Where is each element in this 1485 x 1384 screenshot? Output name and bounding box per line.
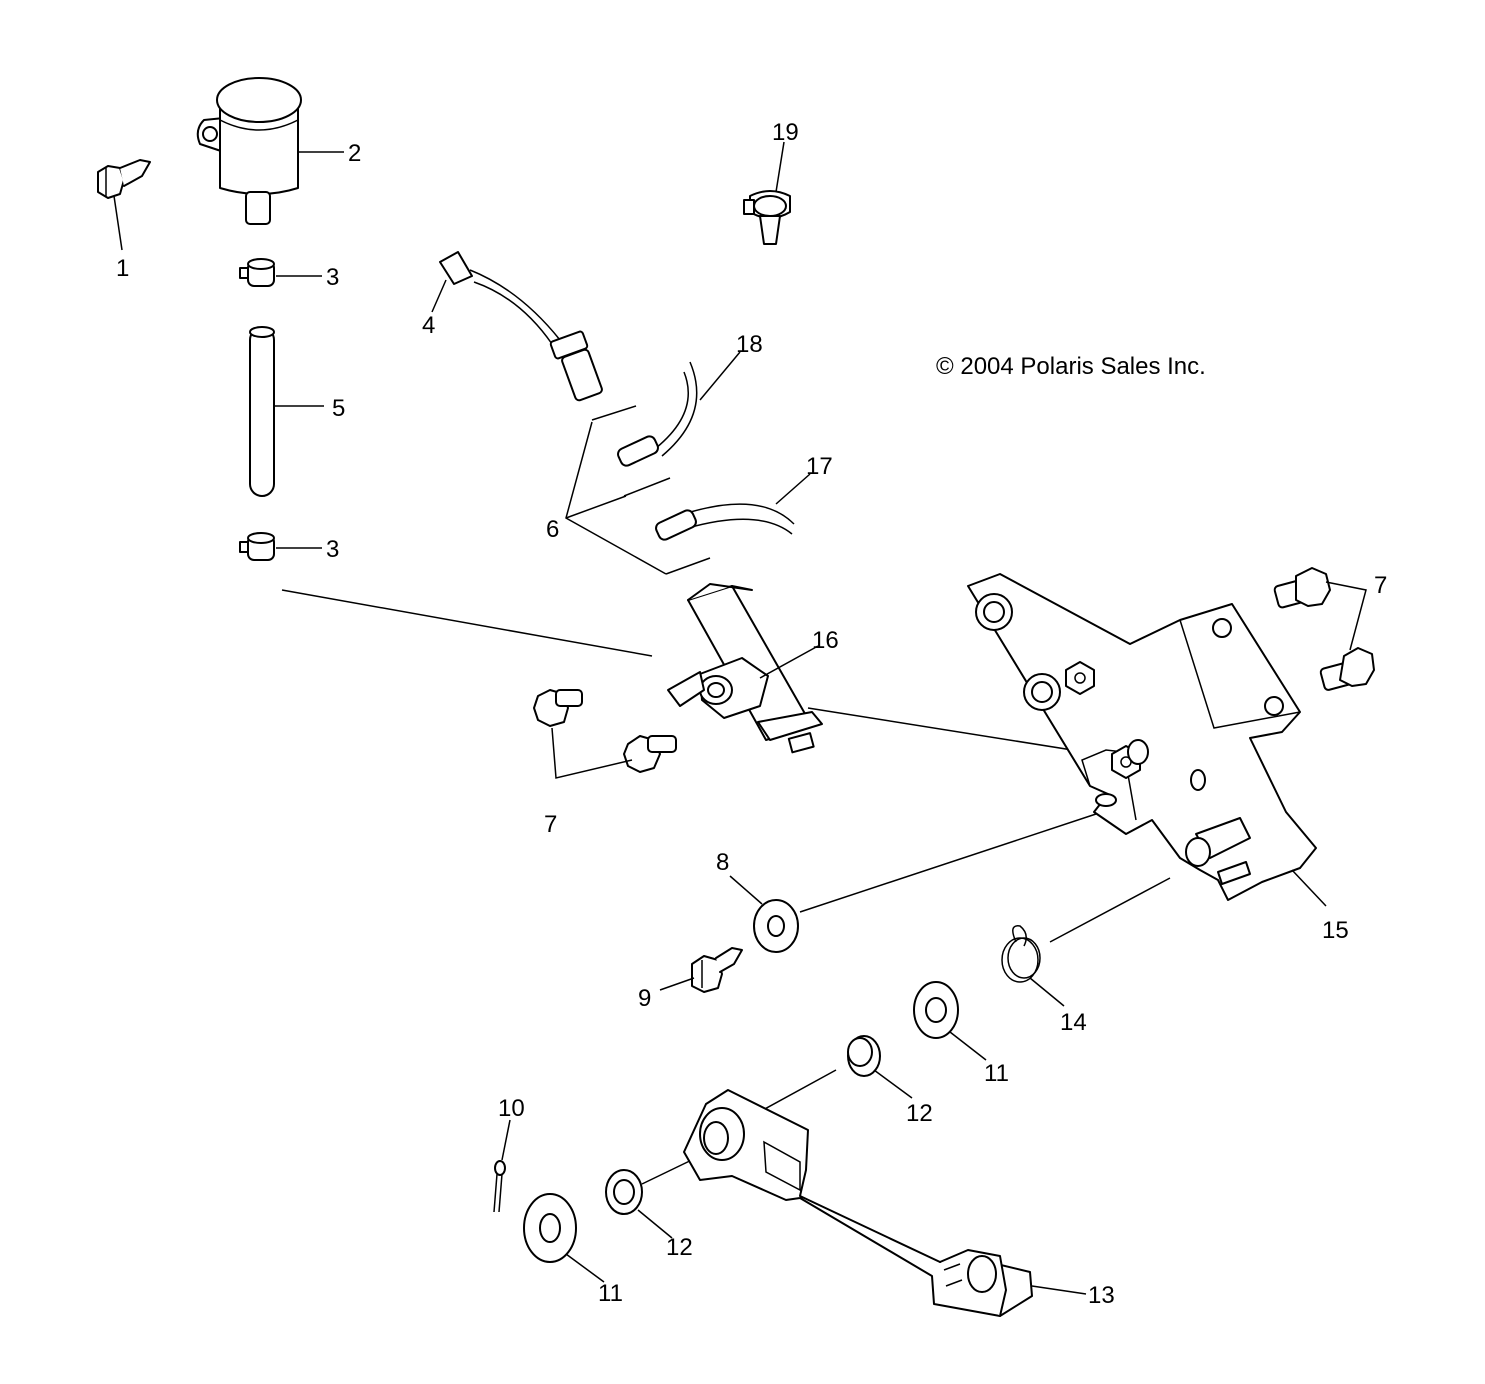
leader-7b <box>1325 581 1367 651</box>
part-11-washer-lower <box>523 1193 577 1263</box>
part-11-washer-upper <box>913 981 959 1039</box>
part-5-hose <box>249 326 275 497</box>
part-12-bushing-lower <box>605 1169 643 1215</box>
callout-3a: 3 <box>326 264 339 291</box>
callout-15: 15 <box>1322 917 1349 944</box>
leader-14 <box>1029 977 1065 1007</box>
leader-9 <box>659 977 695 991</box>
part-3-clamp-lower <box>239 532 275 561</box>
callout-2: 2 <box>348 140 361 167</box>
callout-12a: 12 <box>906 1100 933 1127</box>
part-8-washer <box>753 899 799 953</box>
part-7-bolt-left-lower <box>623 735 677 773</box>
part-19-clip <box>743 190 791 245</box>
callout-7b: 7 <box>1374 572 1387 599</box>
part-1-screw <box>97 159 151 199</box>
part-17-hose <box>655 503 795 541</box>
leader-7a <box>551 727 633 779</box>
part-6-sealing-washers <box>591 405 711 575</box>
leader-12a <box>873 1069 913 1099</box>
callout-5: 5 <box>332 395 345 422</box>
part-13-brake-pedal <box>683 1089 1033 1317</box>
callout-12b: 12 <box>666 1234 693 1261</box>
part-3-clamp-upper <box>239 258 275 287</box>
leader-13 <box>1031 1285 1087 1295</box>
leader-1 <box>113 195 123 251</box>
part-12-bushing-upper <box>847 1035 881 1077</box>
callout-18: 18 <box>736 331 763 358</box>
part-15-bracket <box>967 573 1317 901</box>
callout-9: 9 <box>638 985 651 1012</box>
part-4-brake-light-switch <box>439 251 603 402</box>
part-18-hose <box>617 361 698 467</box>
leader-6b <box>565 495 627 519</box>
part-9-screw <box>691 947 743 993</box>
part-2-reservoir <box>196 77 302 225</box>
leader-8-bracket <box>799 813 1097 913</box>
leader-15 <box>1291 869 1327 907</box>
leader-14-bracket <box>1049 877 1171 943</box>
part-16-master-cylinder <box>667 583 823 754</box>
part-7-bolt-right-upper <box>1273 567 1331 609</box>
part-7-bolt-left-upper <box>533 689 583 727</box>
leader-16 <box>759 645 819 679</box>
callout-4: 4 <box>422 312 435 339</box>
callout-1: 1 <box>116 255 129 282</box>
leader-11b <box>565 1253 605 1283</box>
leader-17 <box>775 473 811 505</box>
callout-14: 14 <box>1060 1009 1087 1036</box>
leader-cyl-to-bracket <box>807 707 1111 757</box>
callout-19: 19 <box>772 119 799 146</box>
leader-19 <box>775 141 785 193</box>
callout-7a: 7 <box>544 811 557 838</box>
callout-8: 8 <box>716 849 729 876</box>
callout-11a: 11 <box>984 1060 1009 1087</box>
callout-3b: 3 <box>326 536 339 563</box>
callout-11b: 11 <box>598 1280 623 1307</box>
callout-16: 16 <box>812 627 839 654</box>
leader-11a <box>949 1031 987 1061</box>
leader-12b <box>637 1209 673 1239</box>
leader-8 <box>729 875 763 905</box>
part-7-bolt-right-lower <box>1319 647 1375 691</box>
callout-10: 10 <box>498 1095 525 1122</box>
callout-17: 17 <box>806 453 833 480</box>
part-14-spring <box>1001 925 1041 983</box>
leader-cyl-to-hose <box>281 589 653 657</box>
callout-13: 13 <box>1088 1282 1115 1309</box>
leader-18 <box>699 351 741 401</box>
leader-10 <box>501 1119 511 1161</box>
leader-4 <box>431 279 447 313</box>
copyright-text: © 2004 Polaris Sales Inc. <box>936 353 1206 380</box>
part-10-cotter-pin <box>493 1160 506 1213</box>
callout-6: 6 <box>546 516 559 543</box>
